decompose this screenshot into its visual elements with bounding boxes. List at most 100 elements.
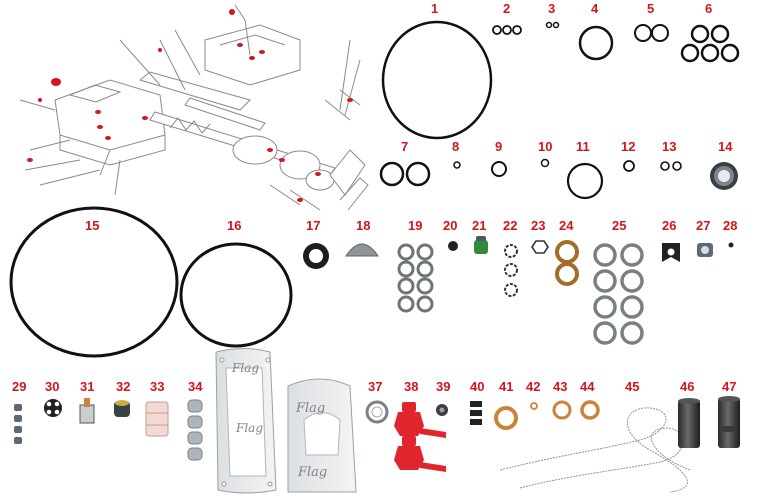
o-rings-part-2 [492, 25, 522, 35]
washers-part-19 [397, 243, 434, 313]
washers-part-25 [593, 243, 644, 345]
gasket-logo-35b: Flag [235, 421, 263, 435]
lock-washers-part-22 [504, 244, 518, 297]
key-part-18 [345, 243, 379, 257]
filter-part-33 [145, 401, 169, 437]
part-label-14: 14 [718, 139, 733, 154]
pump-exploded-view [19, 4, 369, 211]
part-label-46: 46 [680, 379, 695, 394]
o-ring-part-11 [566, 162, 604, 200]
part-label-15: 15 [85, 218, 100, 233]
o-rings-part-7 [379, 161, 431, 187]
part-label-12: 12 [621, 139, 636, 154]
part-label-26: 26 [662, 218, 677, 233]
part-label-37: 37 [368, 379, 383, 394]
clip-part-31 [79, 398, 95, 424]
part-label-17: 17 [306, 218, 321, 233]
seal-part-21 [474, 236, 488, 254]
o-ring-part-1 [381, 20, 493, 140]
washers-part-40 [470, 401, 482, 425]
plate-part-30 [44, 399, 62, 417]
part-label-18: 18 [356, 218, 371, 233]
part-label-41: 41 [499, 379, 514, 394]
part-label-32: 32 [116, 379, 131, 394]
o-rings-part-5 [634, 24, 669, 42]
part-label-39: 39 [436, 379, 451, 394]
copper-washer-part-42 [530, 402, 538, 410]
part-label-47: 47 [722, 379, 737, 394]
bonded-washers-part-24 [555, 240, 579, 286]
pump-seal-markers [27, 9, 353, 202]
o-rings-part-3 [545, 21, 560, 29]
o-ring-part-16 [179, 242, 293, 348]
part-label-34: 34 [188, 379, 203, 394]
part-label-23: 23 [531, 218, 546, 233]
sleeve-part-47 [718, 396, 740, 448]
cap-part-27 [697, 243, 713, 257]
gasket-logo-35a: Flag [231, 361, 259, 375]
part-label-1: 1 [431, 1, 439, 16]
copper-washer-part-41 [494, 406, 518, 430]
shaft-seal-part-14 [710, 162, 738, 190]
part-label-10: 10 [538, 139, 553, 154]
o-ring-part-12 [623, 160, 635, 172]
ball-part-28 [728, 242, 734, 248]
bracket-hole-part-26 [667, 248, 675, 256]
fitting-part-39 [436, 404, 448, 416]
plugs-part-38 [394, 402, 446, 472]
gasket-logo-36a: Flag [295, 401, 325, 416]
part-label-9: 9 [495, 139, 503, 154]
part-label-42: 42 [526, 379, 541, 394]
o-rings-part-13 [660, 161, 682, 171]
o-ring-part-10 [540, 158, 550, 168]
copper-washer-part-44 [580, 400, 600, 420]
part-label-20: 20 [443, 218, 458, 233]
o-ring-part-15 [9, 206, 179, 358]
clip-ring-part-37 [365, 400, 389, 424]
part-label-45: 45 [625, 379, 640, 394]
part-label-11: 11 [576, 139, 590, 154]
part-label-40: 40 [470, 379, 485, 394]
part-label-27: 27 [696, 218, 711, 233]
part-label-29: 29 [12, 379, 27, 394]
caps-part-29 [14, 404, 22, 444]
copper-washer-part-43 [552, 400, 572, 420]
sleeve-part-46 [678, 398, 700, 448]
part-label-38: 38 [404, 379, 419, 394]
part-label-4: 4 [591, 1, 599, 16]
wire-seals-part-45 [499, 407, 691, 493]
o-ring-part-4 [578, 25, 614, 61]
part-label-13: 13 [662, 139, 677, 154]
ball-part-20 [448, 241, 458, 251]
part-label-28: 28 [723, 218, 738, 233]
nut-part-23 [531, 240, 549, 254]
part-label-43: 43 [553, 379, 568, 394]
o-ring-part-9 [491, 161, 507, 177]
part-label-5: 5 [647, 1, 655, 16]
part-label-6: 6 [705, 1, 713, 16]
part-label-19: 19 [408, 218, 423, 233]
part-label-44: 44 [580, 379, 595, 394]
part-label-2: 2 [503, 1, 511, 16]
part-label-31: 31 [80, 379, 95, 394]
part-label-22: 22 [503, 218, 518, 233]
o-rings-part-6 [680, 24, 740, 63]
part-label-8: 8 [452, 139, 460, 154]
gasket-part-35 [215, 348, 277, 494]
part-label-33: 33 [150, 379, 165, 394]
o-ring-part-8 [453, 161, 461, 169]
part-label-30: 30 [45, 379, 60, 394]
part-label-25: 25 [612, 218, 627, 233]
gasket-logo-36b: Flag [297, 465, 327, 480]
part-label-7: 7 [401, 139, 409, 154]
part-label-3: 3 [548, 1, 556, 16]
part-label-21: 21 [472, 218, 487, 233]
part-label-24: 24 [559, 218, 574, 233]
gasket-part-36 [287, 378, 357, 493]
seal-part-17 [303, 243, 329, 269]
part-label-16: 16 [227, 218, 242, 233]
sleeves-part-34 [187, 399, 203, 461]
seal-part-32 [114, 400, 130, 417]
